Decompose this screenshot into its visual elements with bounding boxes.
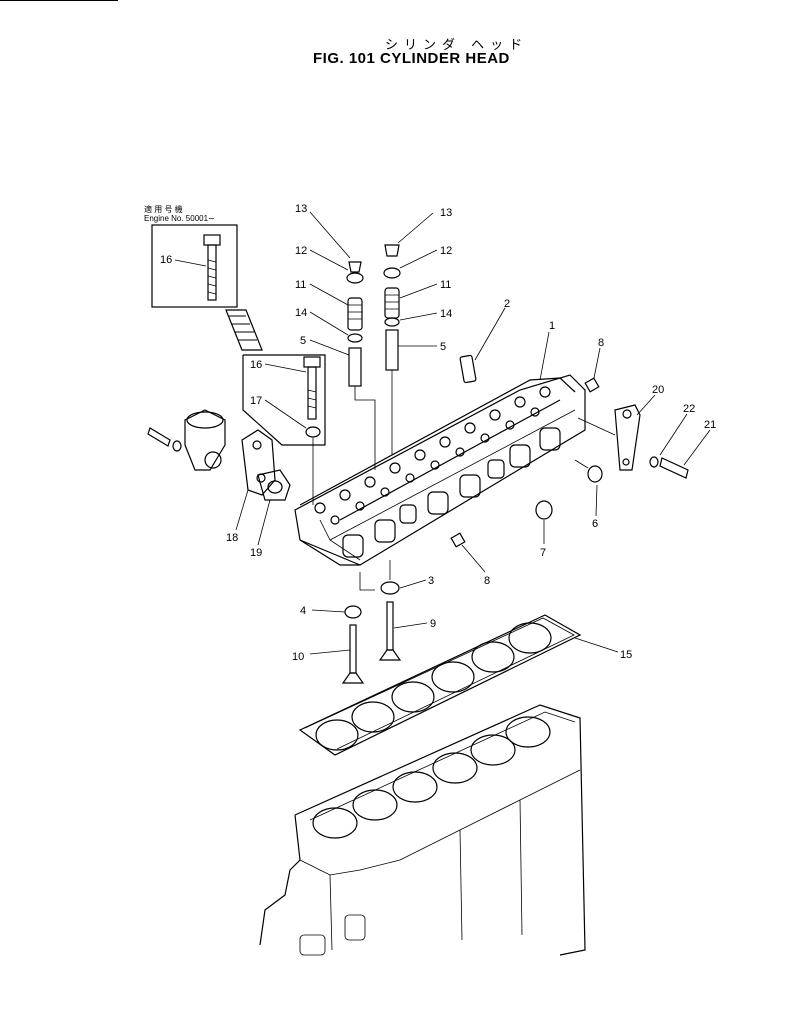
washer-left bbox=[172, 440, 182, 452]
inset-box-upper bbox=[151, 224, 238, 308]
engine-note-serial: Engine No. 50001∼ bbox=[144, 214, 215, 223]
plug-6 bbox=[587, 465, 603, 483]
callout-1: 1 bbox=[549, 320, 555, 332]
washer-22 bbox=[649, 456, 659, 468]
valve-10 bbox=[341, 624, 365, 684]
valve-9 bbox=[378, 601, 402, 661]
callout-12-left: 12 bbox=[295, 245, 307, 257]
callout-11-left: 11 bbox=[295, 279, 306, 291]
callout-11-right: 11 bbox=[440, 279, 451, 291]
cylinder-block bbox=[259, 704, 586, 956]
callout-9: 9 bbox=[430, 618, 436, 630]
callout-16-lower: 16 bbox=[250, 359, 262, 371]
callout-16-upper: 16 bbox=[160, 254, 172, 266]
callout-19: 19 bbox=[250, 547, 262, 559]
callout-5-right: 5 bbox=[440, 341, 446, 353]
callout-2: 2 bbox=[504, 298, 510, 310]
callout-8-top: 8 bbox=[598, 337, 604, 349]
leader-lines bbox=[174, 211, 711, 655]
callout-17: 17 bbox=[250, 395, 262, 407]
callout-12-right: 12 bbox=[440, 245, 452, 257]
engine-note-jp: 適 用 号 機 bbox=[144, 205, 183, 214]
callout-14-right: 14 bbox=[440, 308, 452, 320]
dowel-2 bbox=[459, 354, 477, 384]
callout-22: 22 bbox=[683, 403, 695, 415]
callout-4: 4 bbox=[300, 605, 306, 617]
bolt-left bbox=[147, 427, 171, 447]
valve-stack-right bbox=[383, 244, 401, 371]
inset-box-lower bbox=[242, 354, 326, 446]
top-rule bbox=[0, 0, 118, 1]
head-gasket-15 bbox=[298, 614, 582, 756]
bolt-16-upper bbox=[203, 234, 221, 301]
bolt-16-lower bbox=[303, 356, 321, 420]
bracket-20 bbox=[614, 404, 641, 471]
valve-seat-3 bbox=[380, 581, 400, 595]
figure-title: FIG. 101 CYLINDER HEAD bbox=[313, 50, 510, 67]
callout-21: 21 bbox=[704, 419, 716, 431]
callout-13-left: 13 bbox=[295, 203, 307, 215]
seal-4 bbox=[344, 605, 362, 619]
bolt-21 bbox=[659, 457, 689, 479]
callout-labels: 1 2 3 4 5 5 6 7 8 8 9 10 11 11 12 12 13 … bbox=[160, 203, 716, 663]
callout-14-left: 14 bbox=[295, 307, 307, 319]
engine-number-note: 適 用 号 機 Engine No. 50001∼ bbox=[144, 205, 215, 223]
callout-3: 3 bbox=[428, 575, 434, 587]
assembly-line-guide-left bbox=[354, 386, 376, 470]
callout-6: 6 bbox=[592, 518, 598, 530]
washer-17 bbox=[305, 426, 321, 438]
gasket-18 bbox=[241, 429, 276, 496]
figure-title-japanese: シリンダ ヘッド bbox=[385, 38, 529, 53]
callout-8-bottom: 8 bbox=[484, 575, 490, 587]
gasket-19 bbox=[257, 469, 291, 501]
plug-8-bottom bbox=[450, 532, 466, 548]
callout-20: 20 bbox=[652, 384, 664, 396]
callout-15: 15 bbox=[620, 649, 632, 661]
callout-5-left: 5 bbox=[300, 335, 306, 347]
cylinder-head bbox=[294, 374, 586, 566]
inset-connector bbox=[225, 309, 263, 351]
valve-stack-left bbox=[346, 261, 364, 387]
plug-8-top bbox=[584, 377, 600, 393]
callout-18: 18 bbox=[226, 532, 238, 544]
water-outlet-housing bbox=[184, 409, 226, 471]
callout-13-right: 13 bbox=[440, 207, 452, 219]
callout-10: 10 bbox=[292, 651, 304, 663]
callout-7: 7 bbox=[540, 547, 546, 559]
plug-7 bbox=[535, 500, 553, 520]
